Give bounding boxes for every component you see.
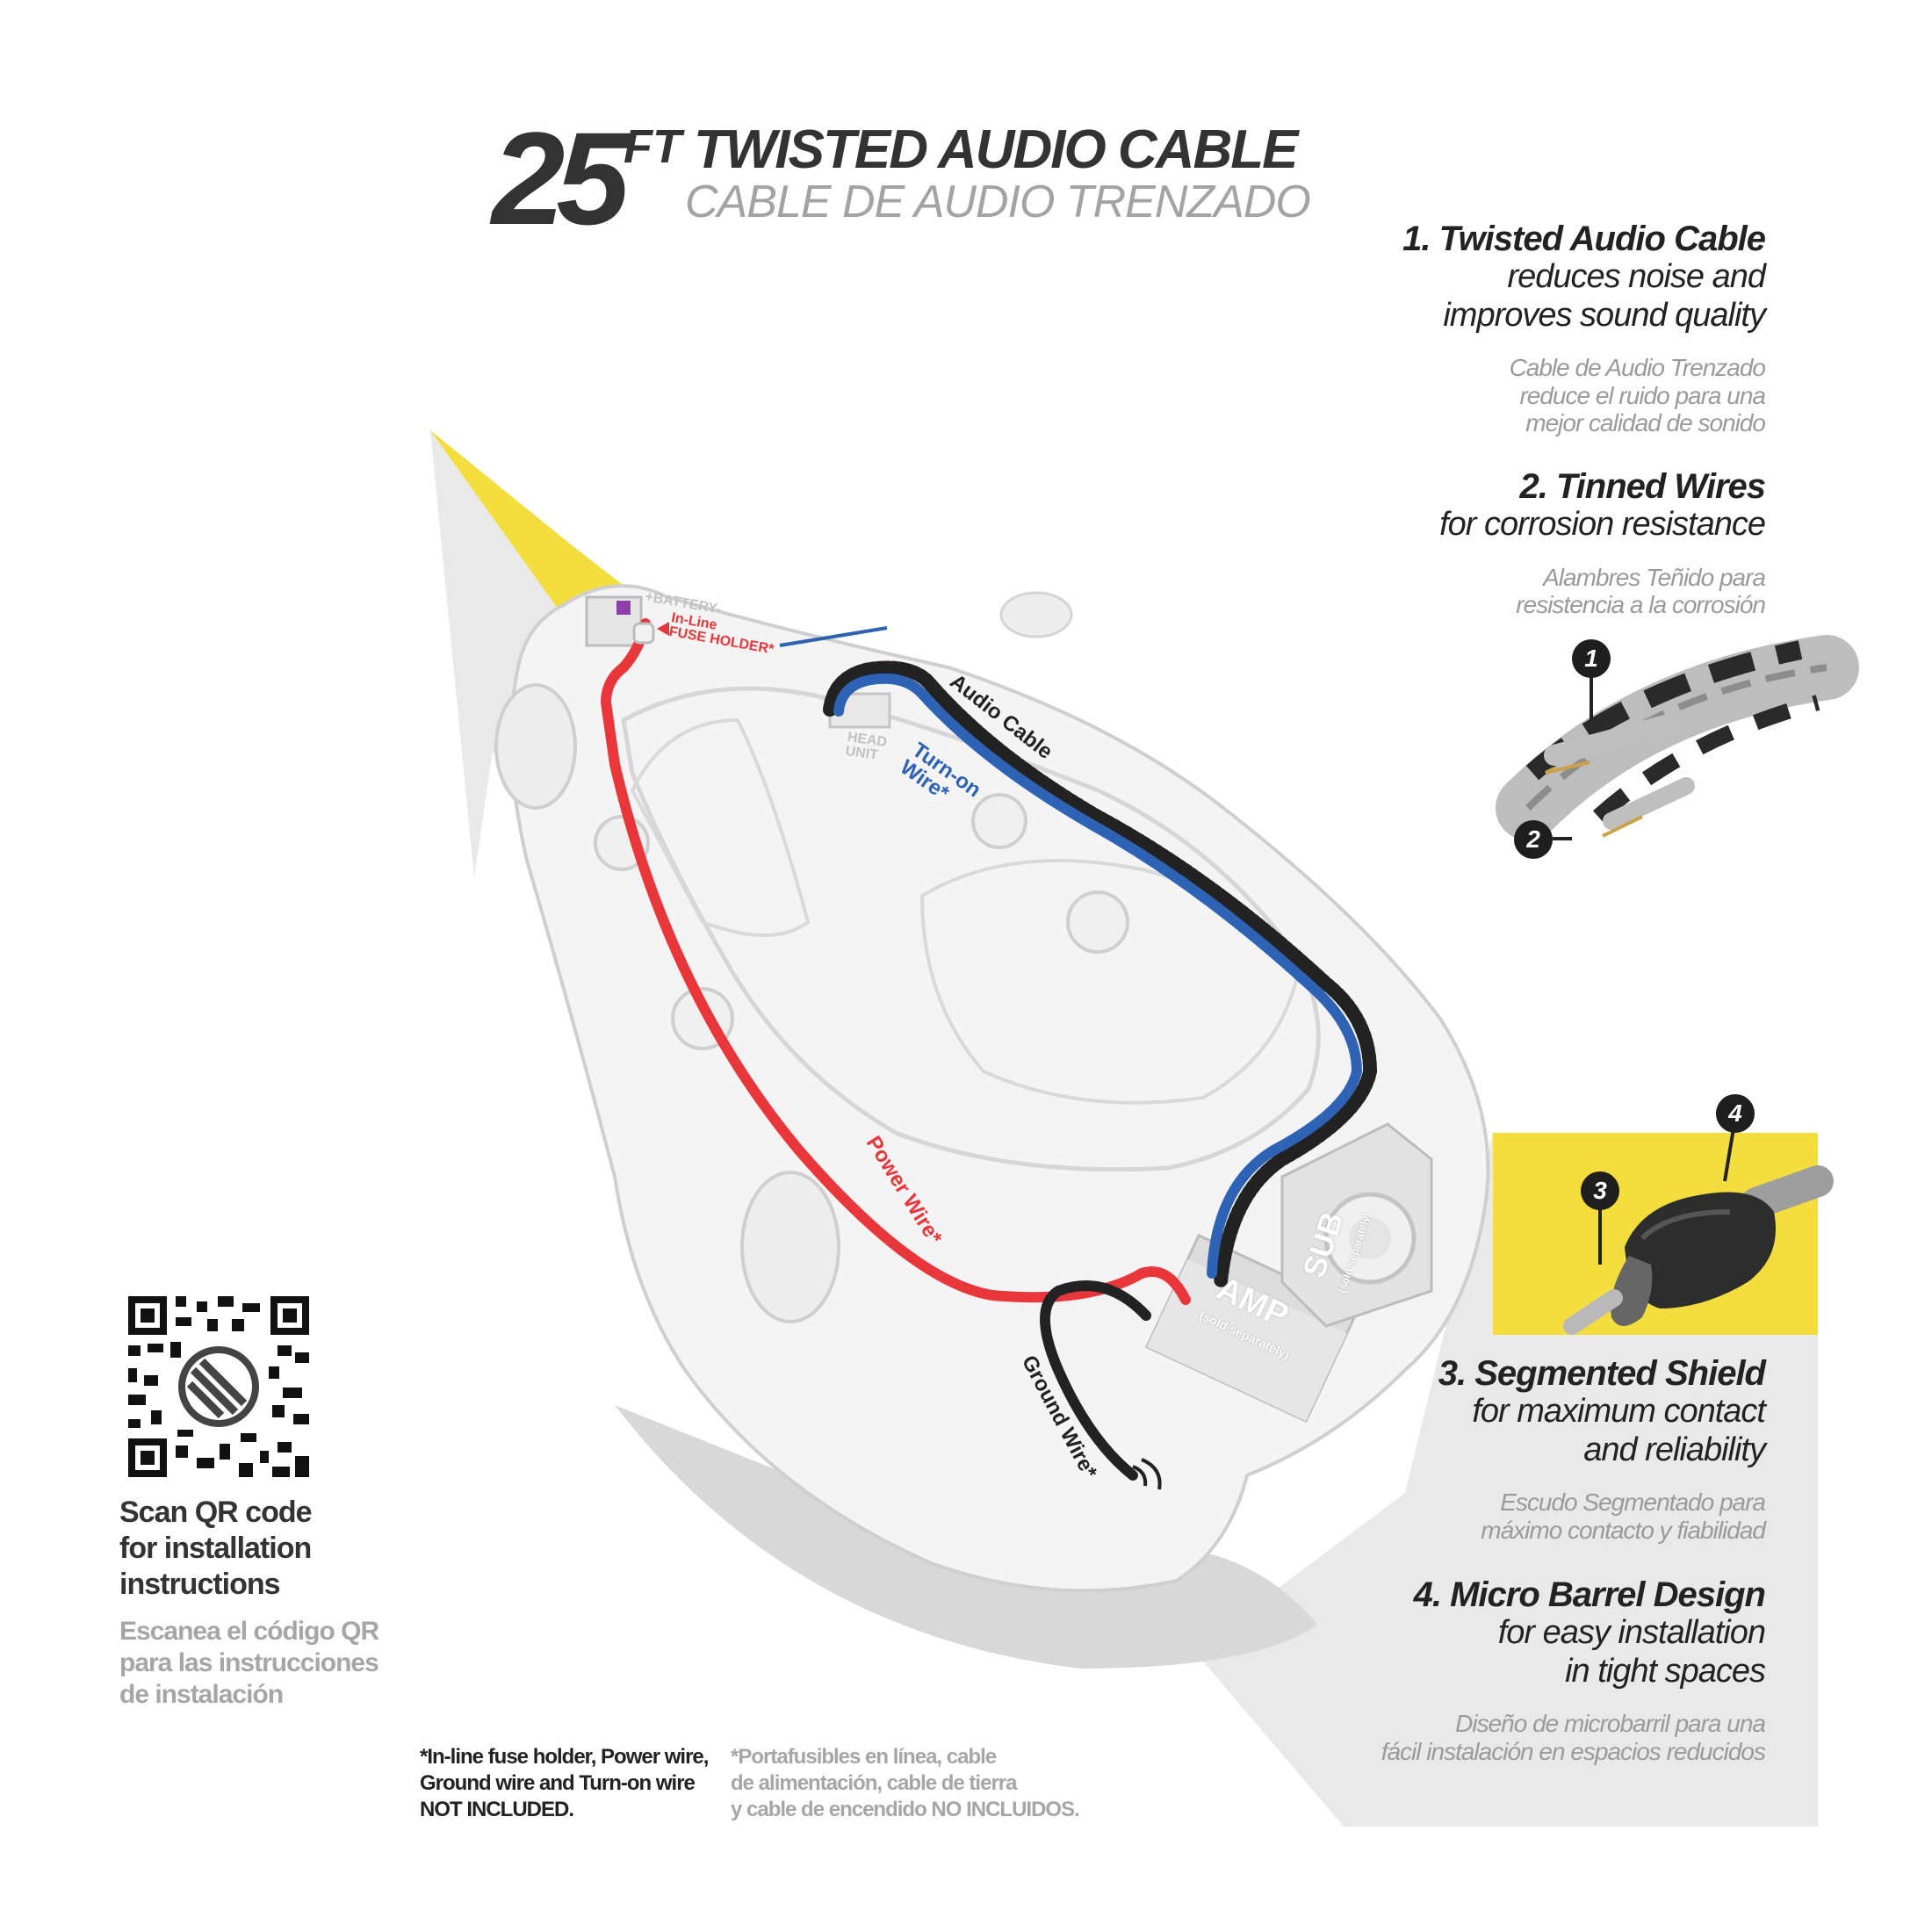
ground-wire — [1040, 1280, 1151, 1481]
battery-box — [585, 595, 643, 647]
head-unit-antenna-line — [779, 626, 888, 647]
title-english: TWISTED AUDIO CABLE — [694, 119, 1298, 180]
fuse-arrow-icon — [657, 622, 669, 636]
marker-1: 1 — [1572, 639, 1611, 678]
feature-3-desc: for maximum contact and reliability — [1472, 1393, 1766, 1468]
rca-plug-image — [1563, 1128, 1834, 1335]
rear-left-wheel — [740, 1171, 840, 1323]
turn-on-wire — [833, 673, 1363, 1279]
speaker-rear-deck — [1066, 890, 1129, 954]
title-length-unit: FT — [624, 120, 681, 173]
qr-text-spanish: Escanea el código QR para las instruccio… — [119, 1617, 379, 1710]
qr-code-icon[interactable] — [128, 1296, 309, 1477]
feature-4-spanish: Diseño de microbarril para una fácil ins… — [1381, 1710, 1766, 1765]
feature-3: 3. Segmented Shield for maximum contact … — [1438, 1354, 1766, 1544]
feature-3-title: 3. Segmented Shield — [1438, 1354, 1766, 1393]
footnote-spanish: *Portafusibles en línea, cable de alimen… — [731, 1745, 1080, 1821]
qr-text-english: Scan QR code for installation instructio… — [119, 1496, 313, 1601]
title-length-number: 25 — [492, 105, 630, 252]
feature-1-spanish: Cable de Audio Trenzado reduce el ruido … — [1509, 354, 1766, 437]
front-right-wheel — [999, 591, 1073, 638]
marker-3: 3 — [1581, 1171, 1619, 1210]
front-left-wheel — [494, 683, 577, 810]
audio-cable — [823, 660, 1378, 1289]
twisted-cable-image — [1496, 635, 1859, 840]
feature-1: 1. Twisted Audio Cable reduces noise and… — [1402, 220, 1766, 437]
marker-2: 2 — [1514, 820, 1553, 859]
feature-4-title: 4. Micro Barrel Design — [1413, 1575, 1766, 1614]
car-rear-window — [919, 859, 1302, 1105]
battery-positive-terminal — [616, 601, 631, 615]
feature-1-title: 1. Twisted Audio Cable — [1402, 220, 1766, 258]
feature-2-spanish: Alambres Teñido para resistencia a la co… — [1516, 563, 1766, 619]
feature-2: 2. Tinned Wires for corrosion resistance… — [1439, 467, 1766, 619]
feature-2-desc: for corrosion resistance — [1439, 506, 1766, 543]
car-cabin — [621, 686, 1321, 1172]
title-spanish: CABLE DE AUDIO TRENZADO — [685, 177, 1311, 227]
fuse-holder — [632, 622, 655, 645]
feature-2-title: 2. Tinned Wires — [1519, 467, 1766, 506]
marker-4: 4 — [1716, 1094, 1755, 1133]
power-wire — [600, 618, 1191, 1305]
feature-1-desc: reduces noise and improves sound quality — [1443, 258, 1766, 334]
feature-3-spanish: Escudo Segmentado para máximo contacto y… — [1481, 1489, 1766, 1544]
car-side-window — [630, 717, 811, 937]
car-shadow — [615, 1405, 1317, 1669]
footnote-english: *In-line fuse holder, Power wire, Ground… — [420, 1745, 709, 1821]
feature-4-desc: for easy installation in tight spaces — [1497, 1614, 1766, 1690]
ground-terminal — [1132, 1458, 1162, 1490]
speaker-dash — [971, 793, 1027, 849]
amp-box — [1144, 1233, 1360, 1424]
sub-box — [1280, 1122, 1433, 1328]
head-unit-label: HEAD UNIT — [844, 730, 889, 763]
qr-instructions: Scan QR code for installation instructio… — [119, 1495, 379, 1711]
feature-4: 4. Micro Barrel Design for easy installa… — [1381, 1575, 1766, 1765]
